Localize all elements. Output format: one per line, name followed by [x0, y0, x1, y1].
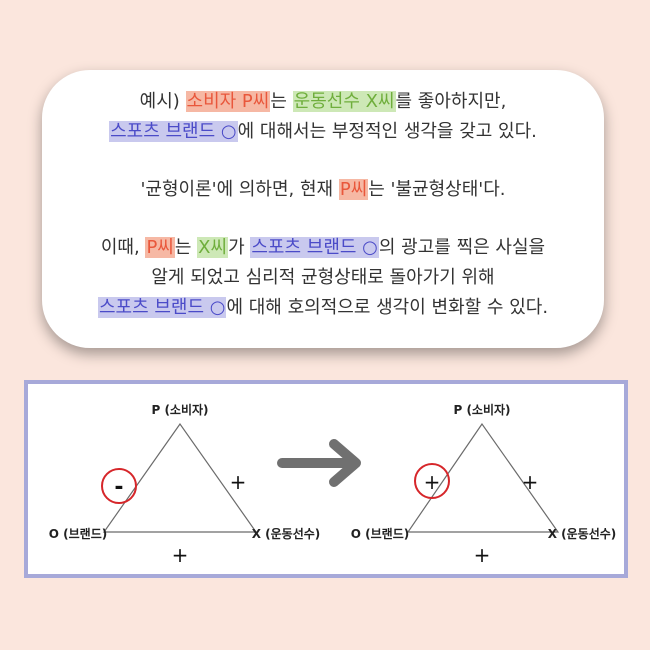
change-line-3: 스포츠 브랜드 ○에 대해 호의적으로 생각이 변화할 수 있다. — [42, 294, 604, 322]
vertex-x-label: X (운동선수) — [252, 526, 321, 541]
text-segment: 이때, — [100, 237, 146, 258]
consumer-p-highlight: 소비자 P씨 — [185, 91, 271, 112]
example-prefix: 예시) — [139, 91, 186, 112]
brand-o-highlight: 스포츠 브랜드 ○ — [97, 297, 227, 318]
example-line-1: 예시) 소비자 P씨는 운동선수 X씨를 좋아하지만, — [42, 88, 604, 116]
x-highlight: X씨 — [197, 237, 229, 258]
vertex-p-label: P (소비자) — [453, 402, 510, 417]
theory-line: '균형이론'에 의하면, 현재 P씨는 '불균형상태'다. — [42, 176, 604, 204]
text-segment: 에 대해 호의적으로 생각이 변화할 수 있다. — [226, 297, 549, 318]
before-triangle: P (소비자) O (브랜드) X (운동선수) - + + — [49, 402, 321, 567]
right-arrow-icon — [277, 439, 361, 487]
explanation-card: 예시) 소비자 P씨는 운동선수 X씨를 좋아하지만, 스포츠 브랜드 ○에 대… — [42, 70, 604, 348]
text-segment: '균형이론'에 의하면, 현재 — [140, 179, 339, 200]
triangle-shape — [406, 422, 560, 533]
diagram-svg: P (소비자) O (브랜드) X (운동선수) - + + P (소비자) O… — [49, 402, 617, 567]
triangle-shape — [102, 422, 258, 533]
text-segment: 는 — [270, 91, 293, 112]
change-line-1: 이때, P씨는 X씨가 스포츠 브랜드 ○의 광고를 찍은 사실을 — [42, 234, 604, 262]
after-triangle: P (소비자) O (브랜드) X (운동선수) + + + — [351, 402, 617, 567]
right-edge-sign: + — [522, 470, 539, 494]
vertex-o-label: O (브랜드) — [49, 526, 107, 541]
text-segment: 가 — [228, 237, 251, 258]
right-edge-sign: + — [230, 470, 247, 494]
brand-o-highlight: 스포츠 브랜드 ○ — [109, 121, 238, 142]
highlight-circle — [414, 463, 450, 499]
balance-theory-diagram: P (소비자) O (브랜드) X (운동선수) - + + P (소비자) O… — [24, 380, 628, 578]
text-segment: 를 좋아하지만, — [395, 91, 507, 112]
text-segment: 는 — [174, 237, 198, 258]
athlete-x-highlight: 운동선수 X씨 — [292, 91, 396, 112]
highlight-circle — [101, 468, 137, 504]
left-edge-sign: - — [114, 475, 123, 500]
brand-o-highlight: 스포츠 브랜드 ○ — [250, 237, 379, 258]
text-segment: 는 '불균형상태'다. — [368, 179, 506, 200]
vertex-x-label: X (운동선수) — [548, 526, 617, 541]
p-highlight: P씨 — [338, 179, 369, 200]
example-line-2: 스포츠 브랜드 ○에 대해서는 부정적인 생각을 갖고 있다. — [42, 118, 604, 146]
change-line-2: 알게 되었고 심리적 균형상태로 돌아가기 위해 — [151, 267, 495, 288]
vertex-p-label: P (소비자) — [151, 402, 208, 417]
text-segment: 의 광고를 찍은 사실을 — [378, 237, 546, 258]
bottom-edge-sign: + — [474, 543, 491, 567]
text-segment: 에 대해서는 부정적인 생각을 갖고 있다. — [237, 121, 537, 142]
bottom-edge-sign: + — [172, 543, 189, 567]
left-edge-sign: + — [424, 470, 441, 494]
vertex-o-label: O (브랜드) — [351, 526, 409, 541]
p-highlight: P씨 — [145, 237, 175, 258]
